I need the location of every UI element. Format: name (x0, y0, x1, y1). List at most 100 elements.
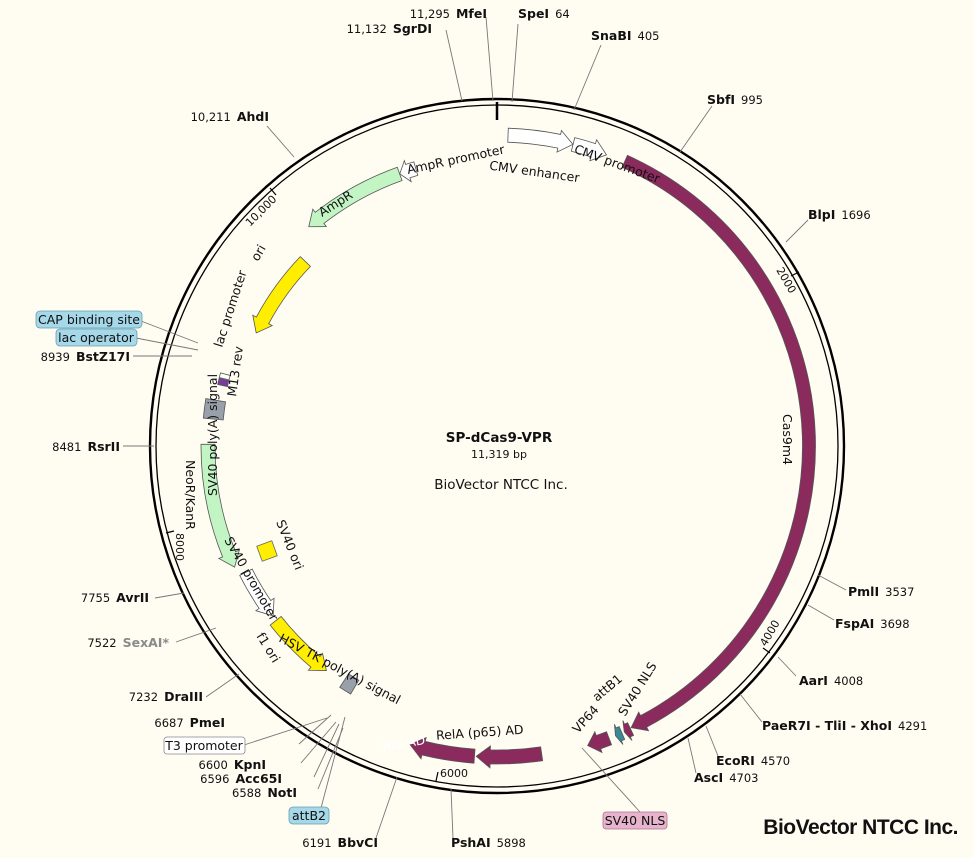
feature-sv40-poly-a-signal (202, 398, 227, 421)
site-pos-bstz17i: 8939 (41, 350, 70, 364)
site-name-rsrii: RsrII (87, 439, 120, 454)
feature-hsv-tk-poly-a-signal (339, 673, 360, 695)
site-label-sexai: 7522 SexAI* (87, 635, 169, 650)
site-label-bbvci: 6191 BbvCI (302, 835, 378, 850)
site-pos-snabi: 405 (638, 29, 660, 43)
site-label-sgrdi: 11,132 SgrDI (347, 21, 432, 36)
site-pos-sexai: 7522 (87, 636, 116, 650)
tick-label-10000: 10,000 (243, 193, 279, 229)
site-pos-rsrii: 8481 (52, 440, 81, 454)
tick-mark-8000 (165, 530, 175, 534)
site-name-aari: AarI (799, 673, 828, 688)
attb2-label: attB2 (288, 806, 330, 825)
site-label-pmli: PmlI 3537 (848, 584, 914, 599)
feature-label-hsv-tk: HSV TK poly(A) signal (277, 630, 404, 707)
site-name-mfei: MfeI (456, 6, 487, 21)
svg-text:SV40 NLS: SV40 NLS (605, 813, 666, 828)
feature-cas9m4 (621, 154, 816, 732)
plasmid-name: SP-dCas9-VPR (446, 430, 553, 446)
feature-label-sv40-polya: SV40 poly(A) signal (205, 374, 220, 496)
site-label-sbfi: SbfI 995 (707, 92, 763, 107)
plasmid-length: 11,319 bp (471, 448, 527, 461)
feature-f1-ori (269, 615, 327, 671)
site-pos-noti: 6588 (232, 786, 261, 800)
site-name-xhoi: PaeR7I - TliI - XhoI (762, 718, 892, 733)
site-pos-spei: 64 (555, 7, 570, 21)
feature-label-ori: ori (248, 242, 269, 264)
feature-sv40-nls (622, 720, 635, 741)
site-name-sbfi: SbfI (707, 92, 735, 107)
site-label-xhoi: PaeR7I - TliI - XhoI 4291 (762, 718, 927, 733)
feature-label-cmv-promoter: CMV promoter (572, 141, 663, 186)
cap-binding-site-label: CAP binding site (35, 310, 143, 329)
feature-cmv-enhancer (507, 127, 574, 153)
site-name-bbvci: BbvCI (338, 835, 378, 850)
site-label-noti: 6588 NotI (232, 785, 297, 800)
site-name-spei: SpeI (518, 6, 549, 21)
sv40-nls-boxed-label: SV40 NLS (602, 811, 668, 830)
site-label-fspai: FspAI 3698 (835, 616, 910, 631)
feature-lac-promoter (218, 372, 231, 381)
feature-sv40-promoter (239, 568, 275, 617)
site-name-sexai: SexAI* (123, 635, 170, 650)
feature-label-neor: NeoR/KanR (183, 460, 198, 530)
site-pos-asci: 4703 (729, 771, 758, 785)
site-name-ecori: EcoRI (716, 753, 755, 768)
site-name-asci: AscI (694, 770, 723, 785)
site-label-aari: AarI 4008 (799, 673, 863, 688)
feature-label-vp64: VP64 (569, 702, 602, 736)
site-label-asci: AscI 4703 (694, 770, 758, 785)
watermark: BioVector NTCC Inc. (763, 816, 958, 839)
feature-label-cas9m4: Cas9m4 (780, 414, 795, 465)
site-name-fspai: FspAI (835, 616, 874, 631)
feature-attb1 (614, 724, 626, 745)
site-pos-aari: 4008 (834, 674, 863, 688)
site-name-avrii: AvrII (116, 590, 149, 605)
site-name-kpni: KpnI (234, 757, 266, 772)
site-pos-sgrdi: 11,132 (347, 22, 387, 36)
site-name-pshai: PshAI (451, 835, 491, 850)
site-pos-fspai: 3698 (880, 617, 909, 631)
feature-label-rta: Rta AD (381, 732, 426, 754)
site-name-acc65i: Acc65I (235, 771, 282, 786)
sv40-ori-marker (256, 540, 278, 562)
site-pos-bbvci: 6191 (302, 836, 331, 850)
tick-label-8000: 8000 (173, 533, 186, 561)
site-name-sgrdi: SgrDI (393, 21, 432, 36)
site-name-pmli: PmlI (848, 584, 879, 599)
svg-text:lac operator: lac operator (58, 330, 135, 345)
site-pos-avrii: 7755 (81, 591, 110, 605)
site-pos-sbfi: 995 (741, 93, 763, 107)
site-name-snabi: SnaBI (591, 28, 632, 43)
lac-operator-label: lac operator (55, 328, 138, 347)
feature-ori (252, 256, 311, 334)
site-pos-ahdi: 10,211 (191, 110, 231, 124)
site-label-spei: SpeI 64 (518, 6, 570, 21)
feature-label-m13-rev: M13 rev (224, 345, 246, 398)
site-leader-lines (123, 16, 847, 839)
center-company-text: BioVector NTCC Inc. (434, 477, 568, 493)
site-label-snabi: SnaBI 405 (591, 28, 659, 43)
site-pos-mfei: 11,295 (410, 7, 450, 21)
site-label-mfei: 11,295 MfeI (410, 6, 487, 21)
site-label-rsrii: 8481 RsrII (52, 439, 120, 454)
feature-rela-p65-ad (475, 745, 544, 769)
svg-text:CAP binding site: CAP binding site (38, 312, 140, 327)
backbone-outer-ring (148, 97, 846, 795)
site-pos-xhoi: 4291 (898, 719, 927, 733)
tick-mark-6000 (435, 771, 439, 782)
site-pos-pmli: 3537 (885, 585, 914, 599)
feature-label-attb1: attB1 (589, 671, 625, 704)
feature-vp64 (587, 730, 613, 754)
site-pos-blpi: 1696 (841, 208, 870, 222)
feature-rta-ad (409, 736, 476, 764)
site-name-noti: NotI (267, 785, 297, 800)
